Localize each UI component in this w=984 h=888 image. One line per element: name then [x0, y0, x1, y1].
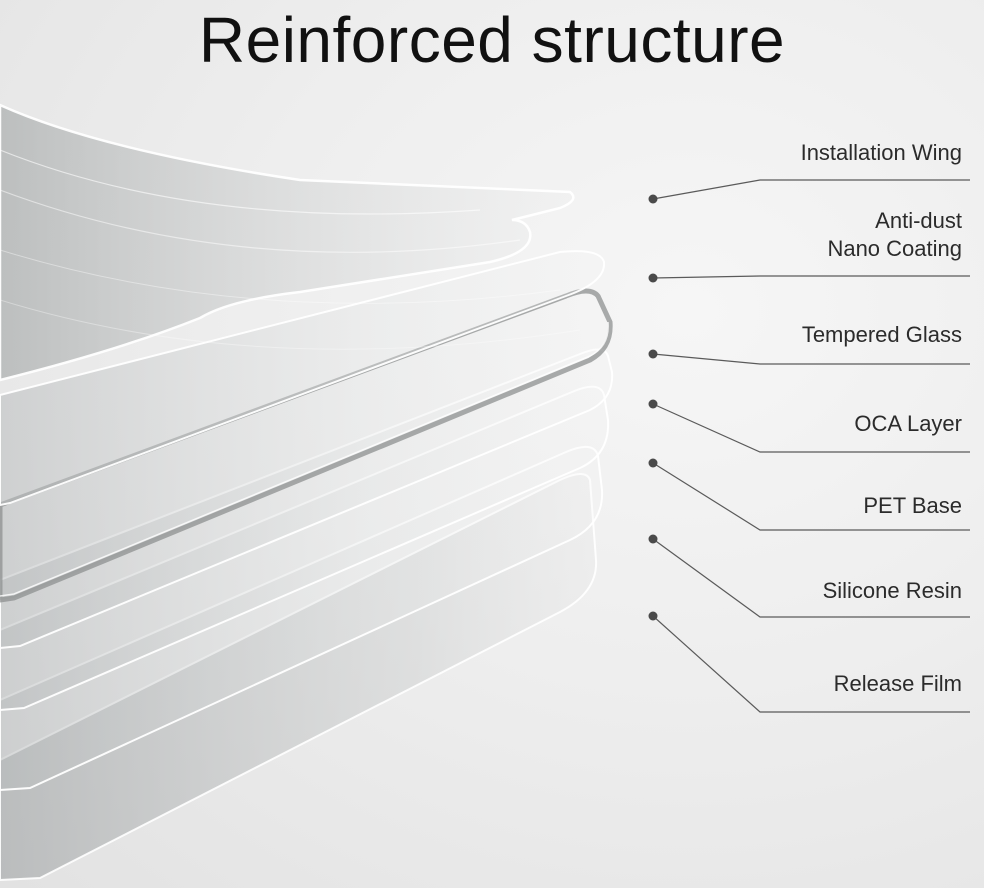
label-nano-coating-line2: Nano Coating [827, 236, 962, 261]
leader-dot-silicone-resin [648, 534, 658, 544]
page-title: Reinforced structure [198, 4, 786, 76]
leader-dot-pet-base [648, 458, 658, 468]
label-pet-base: PET Base [863, 493, 962, 518]
leader-dot-tempered-glass [648, 349, 658, 359]
label-nano-coating: Anti-dust Nano Coating [827, 207, 962, 263]
label-release-film: Release Film [833, 671, 962, 696]
label-oca-layer: OCA Layer [854, 411, 962, 436]
label-nano-coating-line1: Anti-dust [875, 208, 962, 233]
leader-line-nano-coating [652, 275, 970, 279]
label-silicone-resin: Silicone Resin [822, 578, 962, 603]
leader-dot-installation-wing [648, 194, 658, 204]
leader-dot-nano-coating [648, 273, 658, 283]
leader-line-pet-base [652, 462, 970, 531]
leader-line-oca-layer [652, 403, 970, 453]
label-installation-wing: Installation Wing [800, 140, 962, 165]
leader-dot-release-film [648, 611, 658, 621]
sheet-installation-wing [0, 103, 575, 382]
leader-dot-oca-layer [648, 399, 658, 409]
leader-line-tempered-glass [652, 353, 970, 365]
label-tempered-glass: Tempered Glass [801, 322, 962, 347]
sheet-nano-coating [0, 250, 606, 507]
leader-line-installation-wing [652, 179, 970, 200]
leader-line-release-film [652, 615, 970, 713]
leader-line-silicone-resin [652, 538, 970, 618]
